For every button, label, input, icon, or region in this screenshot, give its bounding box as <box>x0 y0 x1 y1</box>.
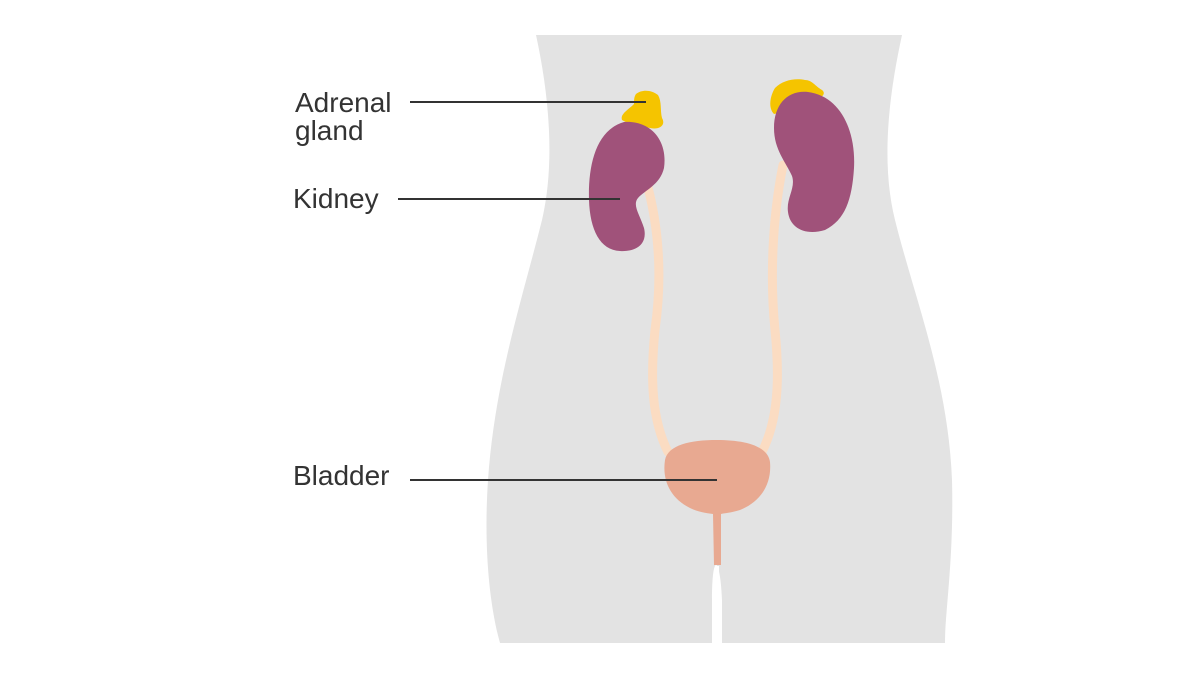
left-adrenal-gland <box>621 90 664 129</box>
kidney-label: Kidney <box>293 183 379 214</box>
left-kidney <box>588 121 665 252</box>
right-ureter <box>757 160 788 457</box>
right-kidney <box>774 91 855 232</box>
adrenal-gland-label-line2: gland <box>295 115 364 146</box>
adrenal-gland-label-line1: Adrenal <box>295 87 392 118</box>
bladder-label: Bladder <box>293 460 390 491</box>
bladder <box>664 440 771 565</box>
left-ureter <box>641 175 673 457</box>
